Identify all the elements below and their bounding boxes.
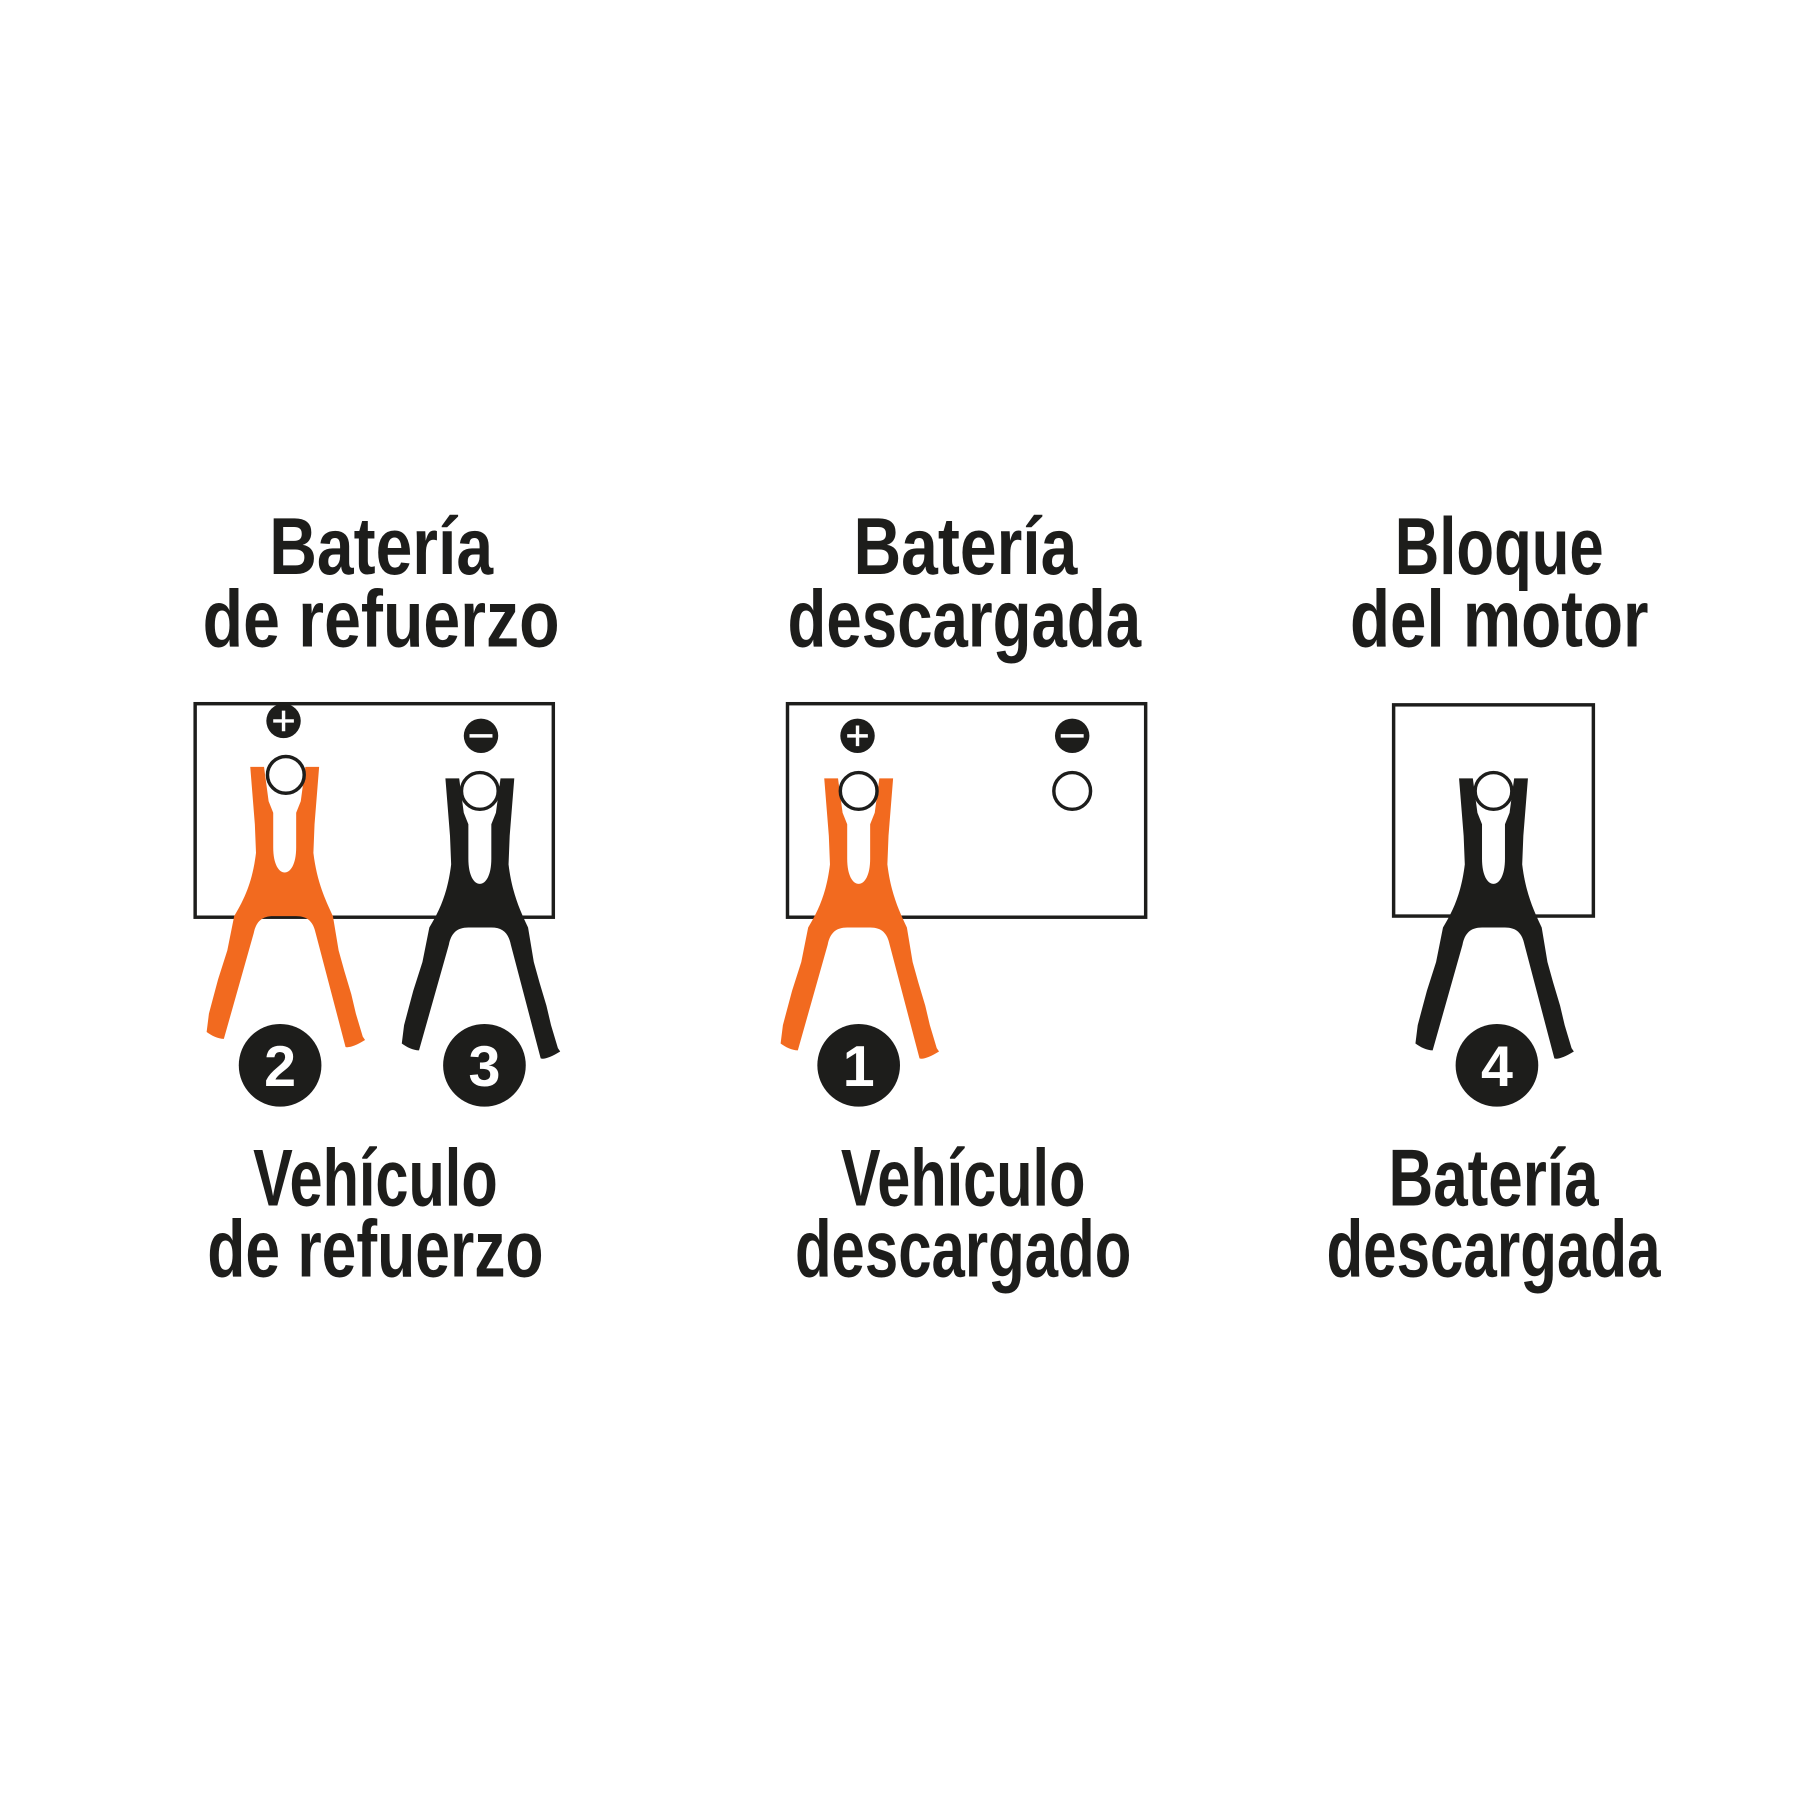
terminal-post <box>1473 770 1514 812</box>
step-number: 4 <box>1481 1035 1513 1099</box>
terminal-post <box>459 770 500 812</box>
panel-2-title: Batería descargada <box>788 502 1143 664</box>
title-line: descargada <box>788 574 1143 664</box>
caption-line: Vehículo <box>841 1133 1086 1223</box>
caption-line: de refuerzo <box>207 1205 543 1295</box>
step-badge: 3 <box>443 1023 526 1107</box>
step-badge: 4 <box>1455 1023 1539 1107</box>
step-number: 1 <box>843 1035 875 1099</box>
plus-icon <box>266 703 301 739</box>
step-number: 3 <box>468 1035 500 1099</box>
terminal-post <box>838 770 879 812</box>
panel-3-caption: Batería descargada <box>1326 1133 1661 1294</box>
caption-line: descargado <box>795 1205 1131 1295</box>
positive-clamp-icon <box>206 766 366 1048</box>
minus-icon <box>463 718 499 754</box>
title-line: Bloque <box>1395 502 1604 592</box>
panel-3-title: Bloque del motor <box>1350 502 1648 664</box>
negative-clamp-icon <box>1415 778 1574 1059</box>
dead-battery-box <box>785 701 1148 919</box>
panel-1-caption: Vehículo de refuerzo <box>207 1133 543 1294</box>
caption-line: descargada <box>1326 1205 1661 1295</box>
step-number: 2 <box>264 1035 296 1099</box>
minus-icon <box>1054 718 1090 754</box>
title-line: del motor <box>1350 574 1648 664</box>
step-badge: 2 <box>238 1023 322 1107</box>
plus-icon <box>840 718 875 754</box>
title-line: de refuerzo <box>203 574 560 664</box>
step-badge: 1 <box>817 1023 900 1107</box>
panel-1-title: Batería de refuerzo <box>203 502 560 664</box>
booster-battery-box <box>193 701 556 919</box>
caption-line: Vehículo <box>253 1133 498 1223</box>
caption-line: Batería <box>1388 1133 1599 1223</box>
terminal-post <box>1052 770 1093 812</box>
panel-2-caption: Vehículo descargado <box>795 1133 1131 1294</box>
terminal-post <box>265 754 306 795</box>
title-line: Batería <box>269 502 494 592</box>
title-line: Batería <box>854 502 1079 592</box>
